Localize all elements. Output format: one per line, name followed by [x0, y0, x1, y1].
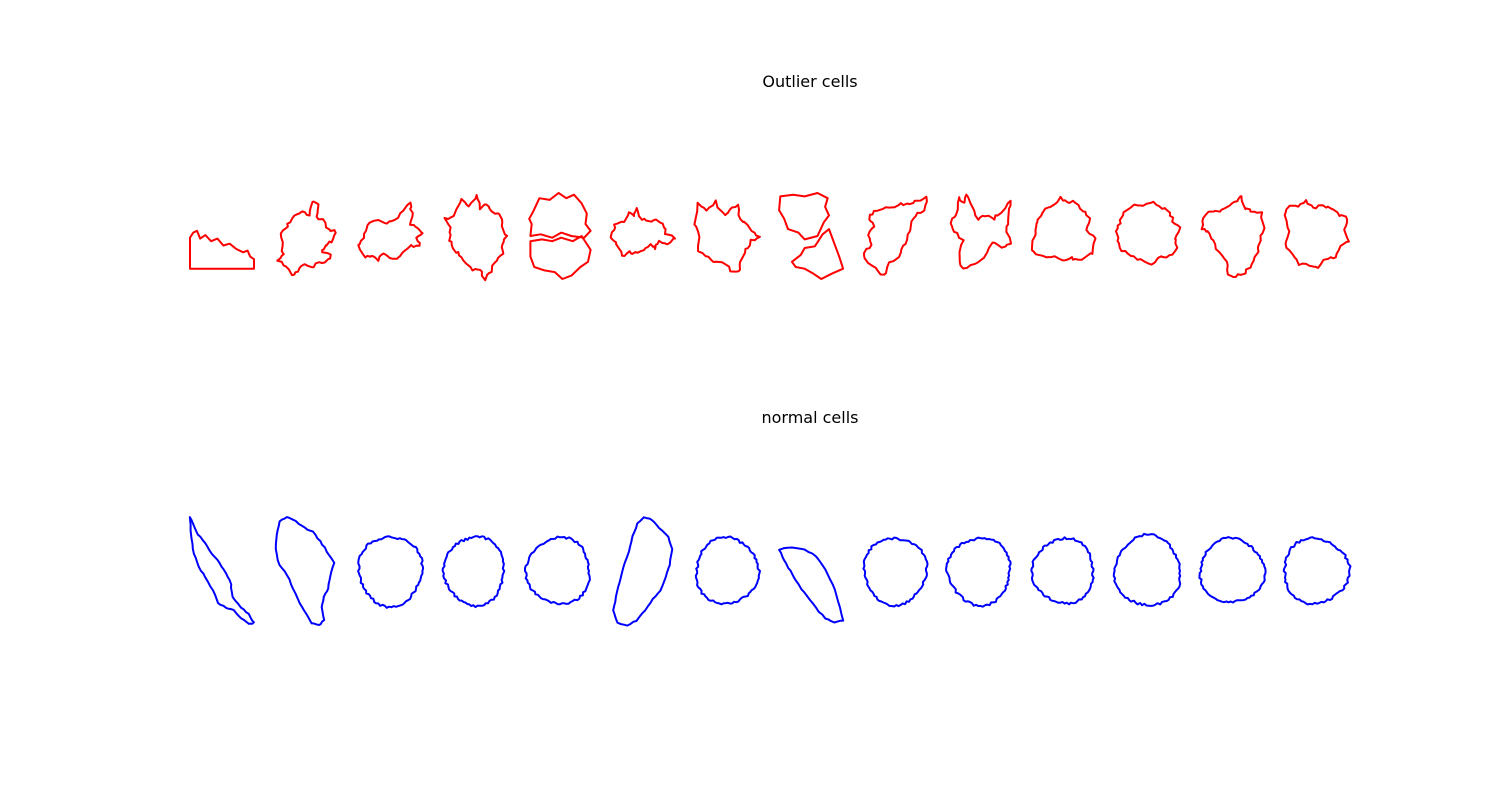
- normal-cell-6: [612, 516, 674, 627]
- normal-cell-14: [1282, 536, 1352, 606]
- normal-cell-4: [441, 535, 506, 609]
- normal-cell-13: [1198, 536, 1267, 604]
- normal-cells-title: normal cells: [761, 408, 859, 427]
- outlier-cell-5: [528, 192, 592, 280]
- outlier-cells-title: Outlier cells: [762, 72, 858, 91]
- outlier-cell-10: [949, 193, 1012, 270]
- normal-cell-10: [945, 536, 1012, 608]
- normal-cell-3: [357, 535, 425, 609]
- normal-cell-1: [188, 516, 255, 625]
- outlier-cell-3: [357, 201, 424, 262]
- outlier-cell-4: [443, 194, 509, 282]
- outlier-cell-7: [693, 199, 761, 273]
- outlier-cell-14: [1283, 199, 1350, 269]
- outlier-cell-9: [863, 195, 928, 276]
- normal-cell-2: [274, 516, 336, 626]
- outlier-cell-12: [1115, 200, 1182, 266]
- normal-cell-8: [778, 546, 845, 624]
- normal-cell-12: [1112, 532, 1182, 607]
- outlier-cell-2: [276, 200, 337, 277]
- outlier-cell-13: [1200, 195, 1266, 278]
- outlier-cell-6: [609, 207, 676, 257]
- normal-cell-9: [862, 536, 929, 608]
- outlier-cell-8: [778, 192, 845, 280]
- normal-cell-7: [694, 535, 761, 606]
- outlier-cell-11: [1030, 195, 1097, 262]
- outlier-cell-1: [189, 229, 255, 270]
- normal-cell-11: [1030, 536, 1095, 606]
- normal-cell-5: [524, 535, 591, 606]
